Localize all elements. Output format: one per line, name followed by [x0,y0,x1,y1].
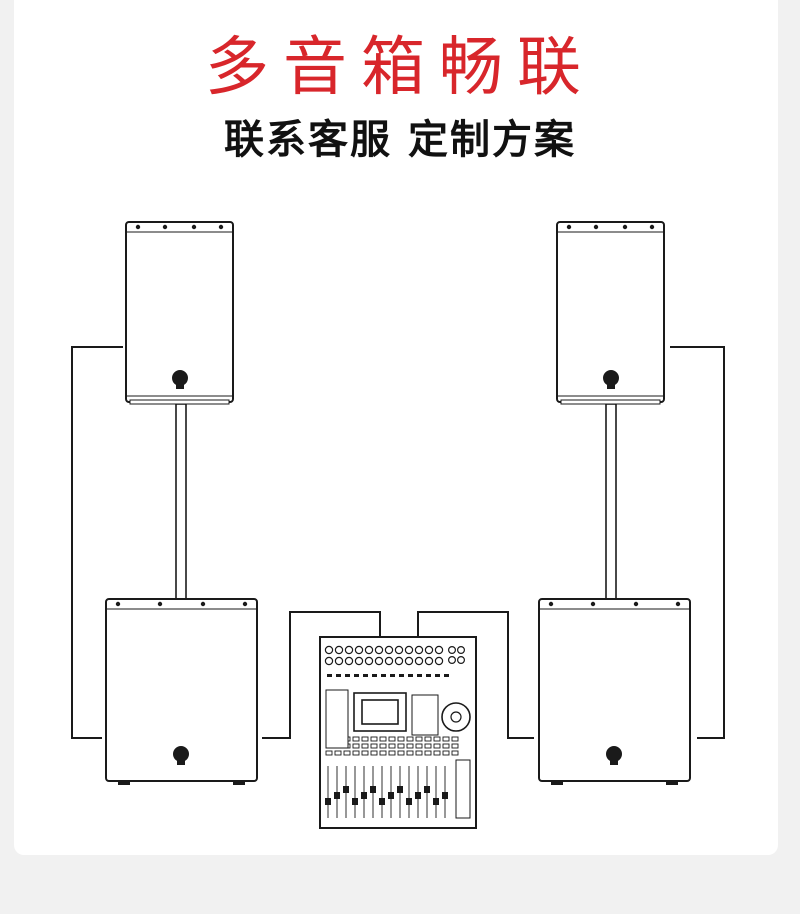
page-subtitle: 联系客服 定制方案 [224,117,576,163]
pole-right [605,403,617,602]
speaker-top-left [125,221,234,405]
speaker-logo-icon [172,370,188,386]
subwoofer-logo-icon [173,746,189,762]
mixing-console [319,636,477,829]
cable-left-outer [71,346,123,739]
console-knob-rows [324,645,466,677]
cables [71,346,725,739]
pole-mounts [175,403,617,602]
console-faders [325,766,448,818]
subwoofer-logo-icon [606,746,622,762]
pole-left [175,403,187,602]
page-title: 多音箱畅联 [205,31,595,105]
cable-right-inner [417,611,534,739]
subwoofer-bottom-left [105,598,258,785]
cable-left-inner [262,611,381,739]
speaker-logo-icon [603,370,619,386]
cable-right-outer [670,346,725,739]
subwoofer-bottom-right [538,598,691,785]
speaker-top-right [556,221,665,405]
